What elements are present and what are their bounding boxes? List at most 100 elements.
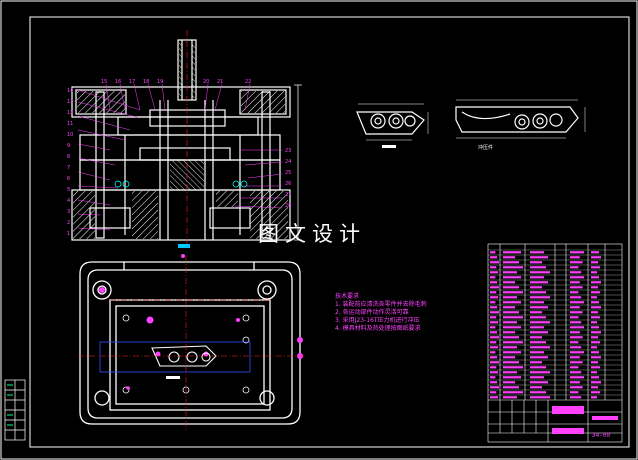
bom-cell-text-mark bbox=[570, 316, 579, 319]
plan-view-strip bbox=[151, 345, 217, 367]
bom-cell-text-mark bbox=[591, 301, 599, 304]
bom-cell-text-mark bbox=[490, 286, 499, 289]
bom-cell-text-mark bbox=[490, 266, 497, 269]
bom-cell-text-mark bbox=[490, 291, 497, 294]
bom-cell-text-mark bbox=[530, 336, 542, 339]
technical-note-item: 3. 采用J23-16T压力机进行冲压 bbox=[335, 317, 420, 324]
section-part-label: 7 bbox=[67, 165, 70, 171]
section-part-label: 6 bbox=[67, 176, 70, 182]
section-part-label: 14 bbox=[67, 88, 73, 94]
section-part-label: 28 bbox=[285, 203, 291, 209]
bom-cell-text-mark bbox=[490, 301, 496, 304]
bom-cell-text-mark bbox=[530, 286, 542, 289]
technical-notes-heading: 技术要求 bbox=[335, 293, 360, 300]
bom-cell-text-mark bbox=[591, 371, 597, 374]
bom-cell-text-mark bbox=[490, 321, 499, 324]
bom-cell-text-mark bbox=[591, 286, 598, 289]
title-block-name-field bbox=[552, 406, 584, 414]
drawing-frame bbox=[29, 16, 630, 448]
bom-cell-text-mark bbox=[490, 281, 498, 284]
bom-cell-text-mark bbox=[570, 396, 582, 399]
bom-cell-text-mark bbox=[490, 256, 498, 259]
leader-lines bbox=[77, 83, 283, 231]
section-part-label: 2 bbox=[67, 220, 70, 226]
bom-cell-text-mark bbox=[530, 271, 550, 274]
bom-cell-text-mark bbox=[530, 306, 548, 309]
bom-cell-text-mark bbox=[490, 361, 499, 364]
bom-cell-text-mark bbox=[570, 346, 582, 349]
bom-cell-text-mark bbox=[591, 346, 597, 349]
technical-note-item: 2. 各运动部件动作灵活可靠 bbox=[335, 309, 409, 316]
bom-cell-text-mark bbox=[503, 396, 517, 399]
bom-cell-text-mark bbox=[490, 351, 496, 354]
bom-cell-text-mark bbox=[503, 336, 519, 339]
bom-cell-text-mark bbox=[570, 371, 582, 374]
bom-cell-text-mark bbox=[591, 271, 597, 274]
technical-note-item: 1. 装配前应清洗各零件并去除毛刺 bbox=[335, 301, 427, 308]
bom-cell-text-mark bbox=[530, 376, 544, 379]
section-part-label: 26 bbox=[285, 181, 291, 187]
bom-cell-text-mark bbox=[591, 351, 599, 354]
bom-cell-text-mark bbox=[503, 326, 521, 329]
bom-cell-text-mark bbox=[591, 261, 598, 264]
bom-cell-text-mark bbox=[530, 381, 548, 384]
bom-cell-text-mark bbox=[591, 311, 598, 314]
bom-cell-text-mark bbox=[530, 321, 550, 324]
section-part-label: 9 bbox=[67, 143, 70, 149]
bom-cell-text-mark bbox=[490, 331, 498, 334]
bom-cell-text-mark bbox=[530, 346, 550, 349]
bom-cell-text-mark bbox=[530, 351, 544, 354]
bom-cell-text-mark bbox=[490, 316, 497, 319]
bom-cell-text-mark bbox=[530, 341, 546, 344]
bom-cell-text-mark bbox=[503, 361, 519, 364]
bom-cell-text-mark bbox=[490, 366, 497, 369]
bom-cell-text-mark bbox=[490, 396, 499, 399]
bom-cell-text-mark bbox=[490, 306, 498, 309]
bom-cell-text-mark bbox=[570, 321, 582, 324]
bom-cell-text-mark bbox=[490, 311, 499, 314]
bom-cell-text-mark bbox=[570, 306, 580, 309]
plan-view bbox=[79, 261, 301, 425]
part-view-front bbox=[356, 111, 425, 135]
bom-cell-text-mark bbox=[570, 366, 579, 369]
bom-cell-text-mark bbox=[530, 291, 546, 294]
bom-cell-text-mark bbox=[530, 261, 542, 264]
bom-cell-text-mark bbox=[530, 266, 546, 269]
bom-cell-text-mark bbox=[503, 391, 523, 394]
springs bbox=[114, 180, 248, 188]
bom-cell-text-mark bbox=[570, 281, 580, 284]
bom-cell-text-mark bbox=[591, 251, 599, 254]
bom-cell-text-mark bbox=[570, 296, 582, 299]
section-part-label: 4 bbox=[67, 198, 70, 204]
section-part-label: 16 bbox=[115, 79, 121, 85]
bom-rows bbox=[488, 249, 622, 399]
bom-cell-text-mark bbox=[570, 251, 584, 254]
bom-cell-text-mark bbox=[503, 366, 523, 369]
bom-cell-text-mark bbox=[503, 341, 523, 344]
section-part-label: 18 bbox=[143, 79, 149, 85]
bom-cell-text-mark bbox=[503, 296, 517, 299]
bom-cell-text-mark bbox=[530, 256, 548, 259]
bom-cell-text-mark bbox=[503, 356, 515, 359]
bom-cell-text-mark bbox=[503, 351, 521, 354]
drawing-number: 34-00 bbox=[592, 432, 611, 439]
bom-cell-text-mark bbox=[503, 291, 523, 294]
bom-cell-text-mark bbox=[591, 306, 601, 309]
bom-cell-text-mark bbox=[530, 276, 544, 279]
bom-cell-text-mark bbox=[490, 346, 499, 349]
bom-cell-text-mark bbox=[490, 336, 499, 339]
section-part-label: 15 bbox=[101, 79, 107, 85]
section-part-label: 1 bbox=[67, 231, 70, 237]
bom-cell-text-mark bbox=[490, 381, 498, 384]
section-part-label: 19 bbox=[157, 79, 163, 85]
bom-cell-text-mark bbox=[591, 391, 600, 394]
bom-cell-text-mark bbox=[530, 386, 542, 389]
bom-cell-text-mark bbox=[490, 341, 497, 344]
part-view-caption: 冲压件 bbox=[478, 144, 493, 151]
bom-cell-text-mark bbox=[570, 341, 579, 344]
section-part-label: 11 bbox=[67, 121, 73, 127]
bom-cell-text-mark bbox=[570, 386, 583, 389]
